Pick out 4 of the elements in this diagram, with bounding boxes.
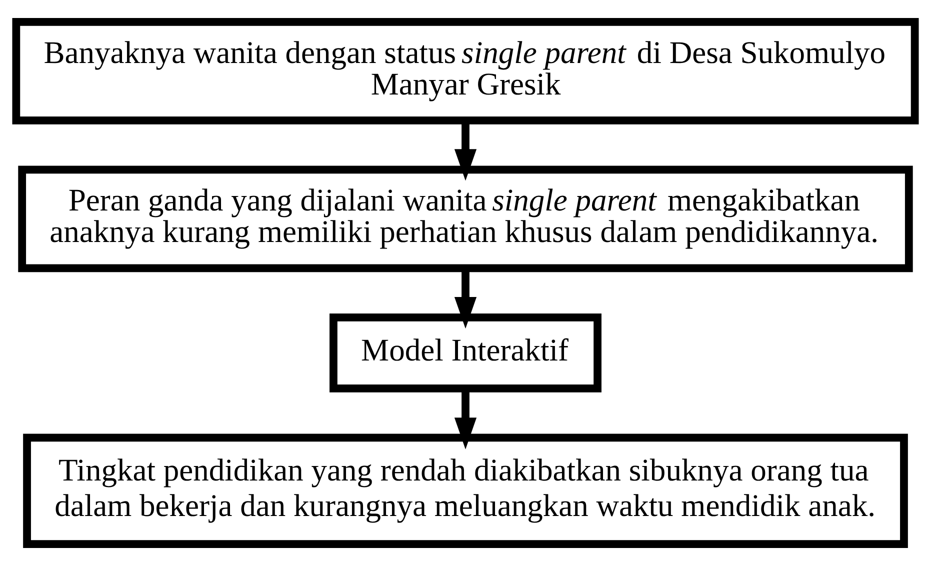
node-box: Tingkat pendidikan yang rendah diakibatkan sibuknya orang tua dalam bekerja dan kurangnya meluangkan waktu mendidik anak. [23,433,908,548]
node-box: Banyaknya wanita dengan status single parent di Desa Sukomulyo Manyar Gresik [12,17,919,124]
node-box: Peran ganda yang dijalani wanita single parent mengakibatkan anaknya kurang memiliki perhatian khusus dalam pendidikannya. [18,165,913,272]
node-box: Model Interaktif [330,313,602,392]
